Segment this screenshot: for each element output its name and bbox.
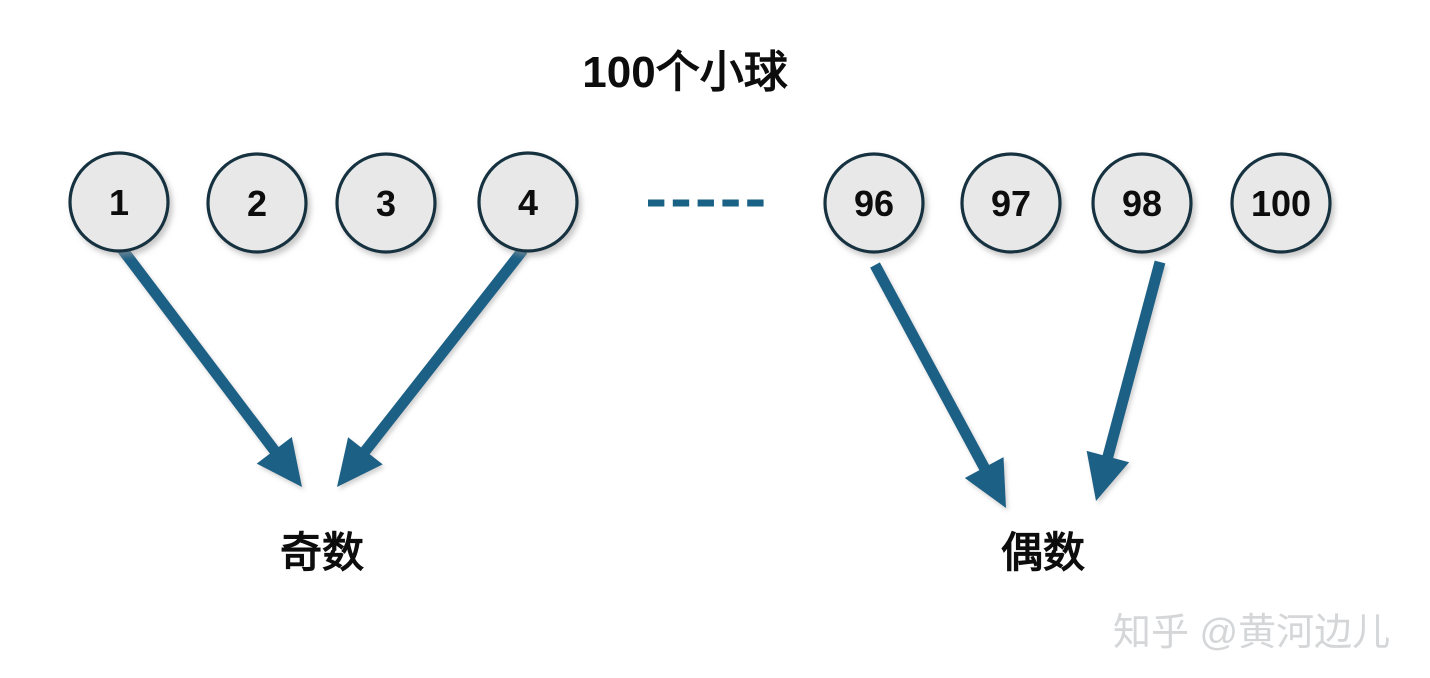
ball-circle-97: [960, 152, 1062, 254]
ball-label-1: 1: [109, 182, 129, 223]
ball-label-98: 98: [1122, 183, 1162, 224]
ball-98[interactable]: 98: [1091, 152, 1193, 254]
ball-circle-1: [68, 151, 170, 253]
ball-circle-100: [1230, 152, 1332, 254]
ball-label-100: 100: [1251, 183, 1311, 224]
arrow-from-4-to-odd: [337, 246, 528, 487]
arrow-from-4-to-odd-shaft: [357, 246, 528, 459]
ball-4[interactable]: 4: [477, 151, 579, 253]
ball-96[interactable]: 96: [823, 152, 925, 254]
ball-1[interactable]: 1: [68, 151, 170, 253]
ball-circle-3: [335, 152, 437, 254]
odd-numbers-label: 奇数: [280, 529, 364, 576]
ball-label-4: 4: [518, 182, 538, 223]
ball-label-2: 2: [247, 183, 267, 224]
ball-2[interactable]: 2: [206, 152, 308, 254]
ball-group-left: 1 2 3 4: [68, 151, 579, 254]
arrow-from-96-to-even-shaft: [870, 262, 992, 476]
page-title: 100个小球: [582, 48, 788, 97]
ball-97[interactable]: 97: [960, 152, 1062, 254]
arrow-from-98-to-even: [1086, 260, 1166, 501]
ball-circle-4: [477, 151, 579, 253]
ball-label-97: 97: [991, 183, 1031, 224]
arrow-from-1-to-odd-shaft: [117, 245, 283, 459]
arrow-from-1-to-odd: [117, 245, 302, 487]
ball-100[interactable]: 100: [1230, 152, 1332, 254]
ball-circle-98: [1091, 152, 1193, 254]
ball-circle-96: [823, 152, 925, 254]
arrow-from-1-to-odd-head: [256, 437, 302, 487]
arrow-from-96-to-even-head: [964, 457, 1006, 508]
ball-3[interactable]: 3: [335, 152, 437, 254]
ball-circle-2: [206, 152, 308, 254]
watermark: 知乎 @黄河边儿: [1113, 612, 1390, 654]
arrow-from-98-to-even-shaft: [1101, 260, 1166, 464]
arrow-from-98-to-even-head: [1086, 450, 1130, 501]
arrow-from-4-to-odd-head: [337, 437, 383, 487]
ball-group-right: 96 97 98 100: [823, 152, 1332, 254]
even-numbers-label: 偶数: [1001, 529, 1085, 576]
ball-label-3: 3: [376, 183, 396, 224]
ball-label-96: 96: [854, 183, 894, 224]
arrows-layer: [117, 245, 1166, 508]
arrow-from-96-to-even: [870, 262, 1006, 508]
